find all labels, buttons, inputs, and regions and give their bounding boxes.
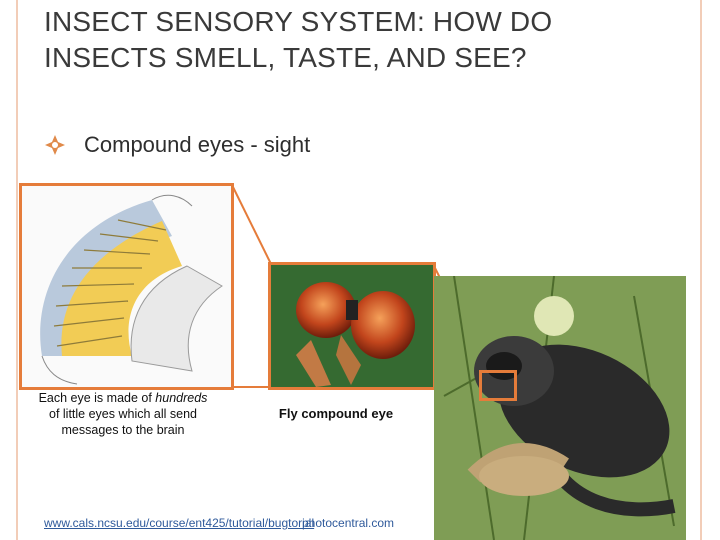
bullet-item: Compound eyes - sight — [44, 128, 310, 162]
eye-caption-emphasis: hundreds — [155, 391, 208, 405]
bullet-text: Compound eyes - sight — [84, 132, 311, 157]
frame-line-right — [700, 0, 702, 540]
slide-title: INSECT SENSORY SYSTEM: HOW DO INSECTS SM… — [44, 6, 553, 73]
bee-eye-highlight-box — [479, 370, 517, 401]
fly-compound-eye-photo — [271, 265, 433, 387]
frame-line-left — [16, 0, 18, 540]
eye-diagram-caption: Each eye is made of hundreds of little e… — [38, 390, 208, 438]
source-link-photocentral[interactable]: photocentral.com — [302, 516, 395, 530]
fly-eye-caption: Fly compound eye — [278, 406, 394, 421]
diamond-star-bullet-icon — [45, 135, 65, 155]
source-link-ncsu[interactable]: www.cals.ncsu.edu/course/ent425/tutorial… — [44, 516, 315, 530]
bee-photo — [434, 276, 686, 540]
compound-eye-diagram — [22, 186, 231, 387]
eye-diagram-panel — [19, 183, 234, 390]
fly-eye-panel — [268, 262, 436, 390]
eye-caption-text-2: of little eyes which all send messages t… — [49, 407, 197, 437]
source-links: www.cals.ncsu.edu/course/ent425/tutorial… — [44, 516, 394, 530]
eye-caption-text-1: Each eye is made of — [38, 391, 156, 405]
